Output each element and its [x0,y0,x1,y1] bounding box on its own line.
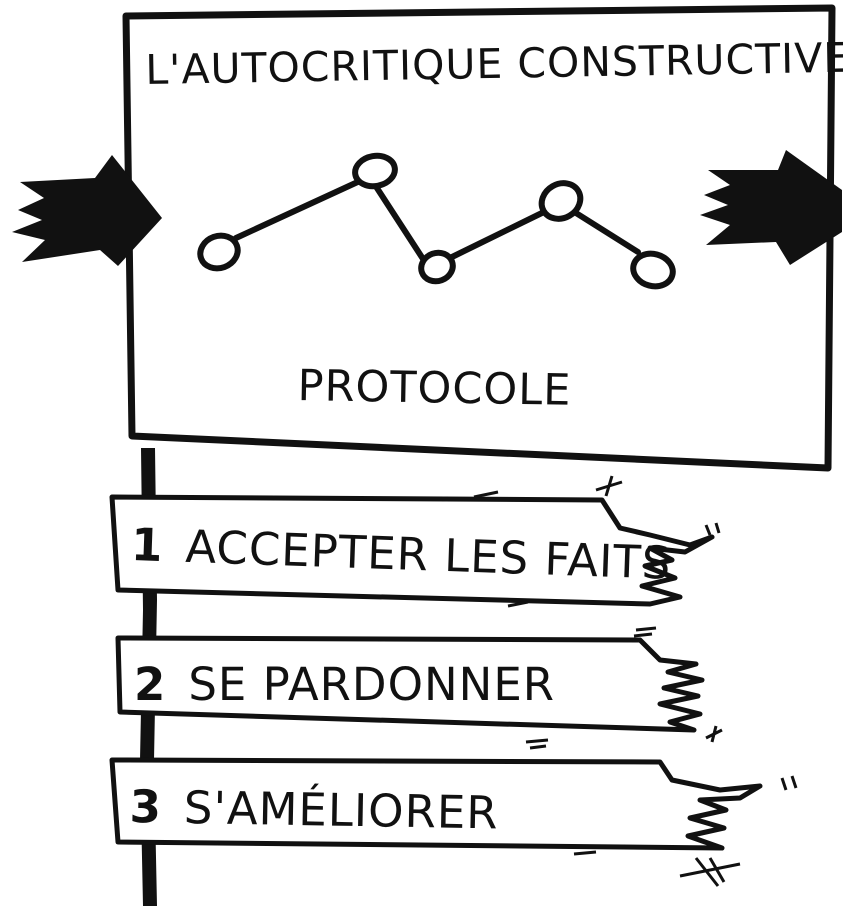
sign-subtitle: PROTOCOLE [297,361,572,416]
connected-nodes-icon [197,152,676,290]
sign-title: L'AUTOCRITIQUE CONSTRUCTIVE [144,33,843,94]
step-1-number: 1 [130,518,165,573]
step-2-label: SE PARDONNER [188,658,556,711]
step-3-number: 3 [129,780,163,834]
step-plank-1 [109,475,721,608]
right-arrow-icon [700,150,842,265]
step-plank-3 [109,738,798,887]
sign-board [122,4,836,472]
step-3: 3 S'AMÉLIORER [129,780,499,839]
step-2-number: 2 [134,658,167,711]
left-arrow-icon [12,155,162,266]
step-plank-2 [115,626,723,743]
step-3-label: S'AMÉLIORER [183,780,500,840]
